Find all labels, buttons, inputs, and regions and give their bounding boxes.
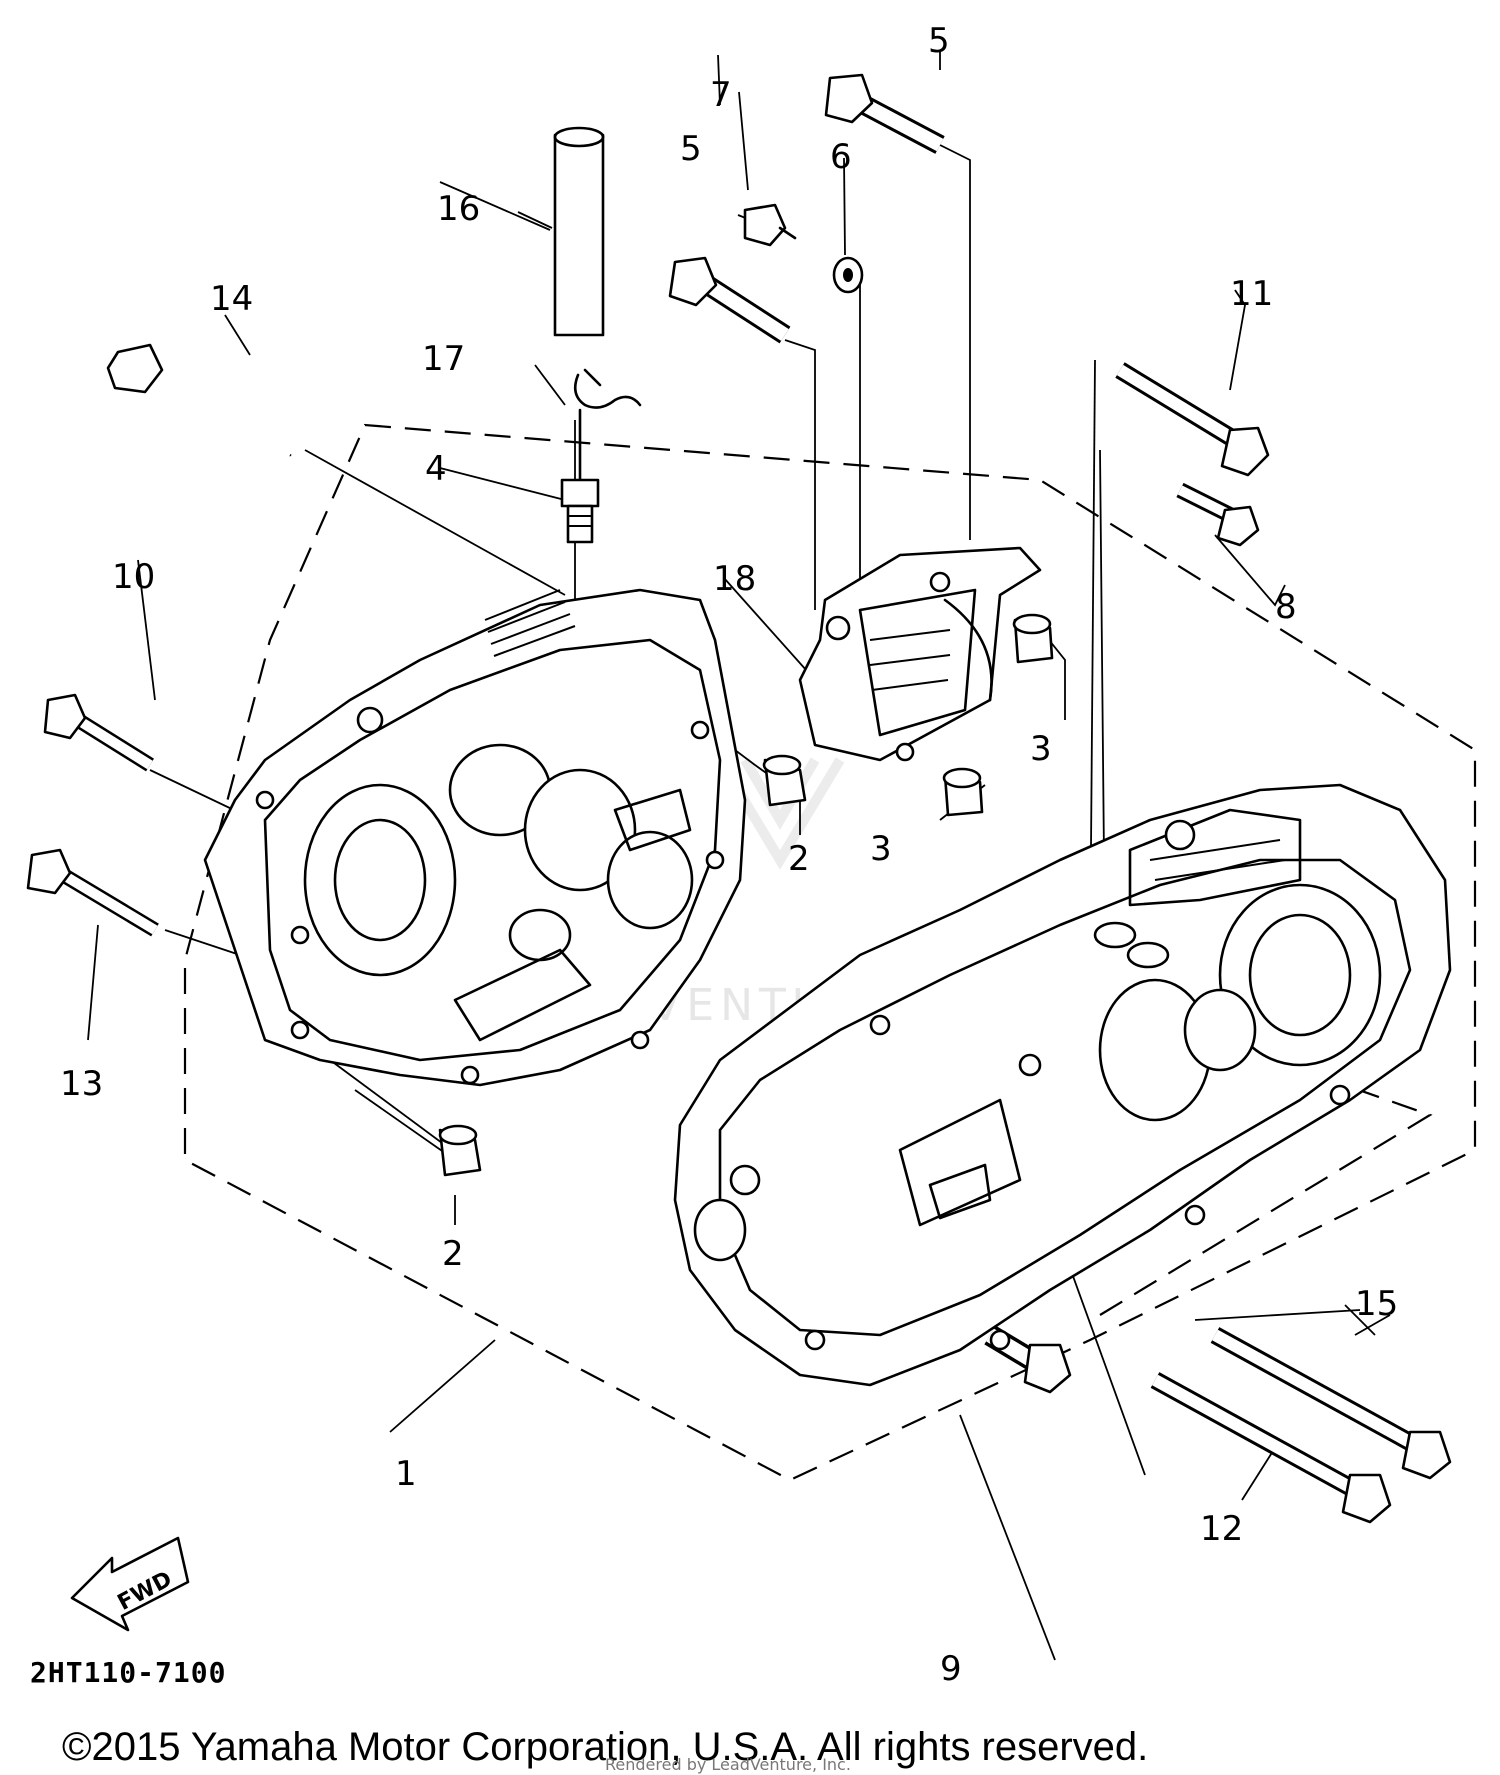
part-6-washer bbox=[832, 256, 864, 294]
part-17-clip bbox=[573, 368, 642, 409]
fwd-arrow: FWD bbox=[70, 1536, 190, 1632]
assembly-boundary bbox=[183, 423, 1477, 1482]
left-crankcase-half bbox=[203, 588, 747, 1087]
callout-3b: 3 bbox=[870, 829, 892, 869]
diagram-code: 2HT110-7100 bbox=[30, 1656, 226, 1689]
callout-7: 7 bbox=[710, 75, 732, 115]
callout-10: 10 bbox=[112, 557, 155, 597]
callout-12: 12 bbox=[1200, 1509, 1243, 1549]
callout-11: 11 bbox=[1230, 274, 1273, 314]
left-case-fins bbox=[484, 589, 576, 657]
part-16-pipe bbox=[553, 126, 605, 337]
part-11-bolt bbox=[1115, 362, 1270, 477]
callout-8: 8 bbox=[1275, 587, 1297, 627]
callout-9: 9 bbox=[940, 1649, 962, 1689]
part-5-bolt-upper bbox=[824, 73, 945, 154]
part-14-bolt bbox=[106, 343, 293, 459]
part-2-dowel-b bbox=[438, 1124, 482, 1177]
part-8-bolt bbox=[1176, 482, 1260, 547]
callout-5a: 5 bbox=[928, 21, 950, 61]
callout-13: 13 bbox=[60, 1064, 103, 1104]
callout-labels: 1 2 2 3 3 4 5 5 6 7 8 9 10 11 12 13 14 1… bbox=[60, 21, 1398, 1689]
part-12-bolt bbox=[1150, 1372, 1392, 1524]
callout-2a: 2 bbox=[788, 839, 810, 879]
part-7-screw bbox=[743, 203, 797, 247]
callout-16: 16 bbox=[437, 189, 480, 229]
part-13-bolt bbox=[26, 848, 159, 937]
callout-3a: 3 bbox=[1030, 729, 1052, 769]
part-10-bolt bbox=[43, 693, 154, 772]
callout-15: 15 bbox=[1355, 1284, 1398, 1324]
part-15-bolt bbox=[1210, 1327, 1452, 1480]
callout-1: 1 bbox=[395, 1454, 417, 1494]
right-crankcase-half bbox=[673, 783, 1452, 1387]
part-3-dowel-a bbox=[1012, 613, 1054, 664]
callout-18: 18 bbox=[713, 559, 756, 599]
part-2-dowel-a bbox=[762, 754, 807, 807]
rendered-by-note: Rendered by LeadVenture, Inc. bbox=[605, 1755, 851, 1774]
callout-2b: 2 bbox=[442, 1234, 464, 1274]
callout-6: 6 bbox=[830, 137, 852, 177]
copyright-notice: ©2015 Yamaha Motor Corporation, U.S.A. A… bbox=[62, 1725, 1148, 1769]
part-3-dowel-b bbox=[942, 767, 984, 817]
callout-5b: 5 bbox=[680, 129, 702, 169]
callout-14: 14 bbox=[210, 279, 253, 319]
callout-17: 17 bbox=[422, 339, 465, 379]
part-4-fitting bbox=[560, 408, 600, 544]
part-18-bearing-housing bbox=[798, 546, 1042, 762]
part-5-bolt-lower bbox=[668, 256, 791, 344]
callout-4: 4 bbox=[425, 449, 447, 489]
